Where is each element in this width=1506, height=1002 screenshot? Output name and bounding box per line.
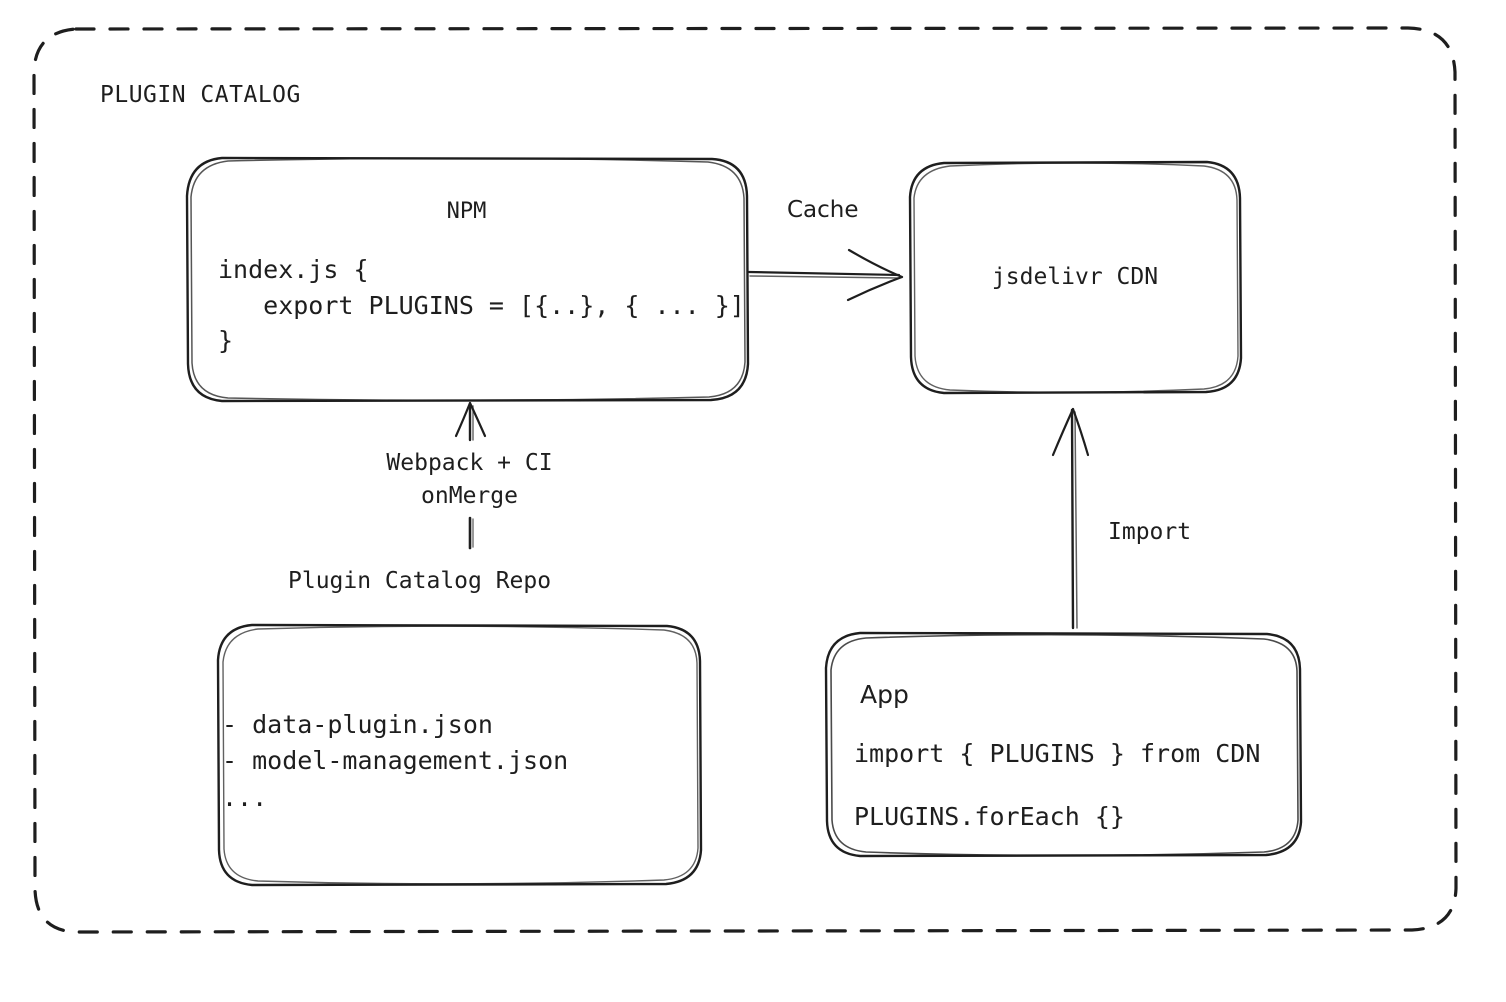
cache-arrow-shaft: [747, 270, 901, 277]
repo-node-file-list: - data-plugin.json - model-management.js…: [222, 710, 569, 812]
build-arrow-head-right: [468, 401, 487, 438]
build-edge-label: Webpack + CI onMerge: [386, 450, 553, 510]
build-arrow-head-left: [454, 401, 472, 438]
app-node-title: App: [860, 680, 909, 709]
npm-node-code: index.js { export PLUGINS = [{..}, { ...…: [218, 255, 745, 355]
import-edge-label: Import: [1108, 519, 1192, 545]
cache-arrow-shaft-second: [749, 275, 899, 279]
repo-node-label: Plugin Catalog Repo: [288, 568, 552, 594]
import-arrow-shaft-second: [1074, 411, 1078, 629]
cdn-node-title: jsdelivr CDN: [991, 264, 1159, 290]
cache-edge-label: Cache: [787, 197, 859, 223]
cache-arrow-head-upper: [847, 248, 904, 279]
import-arrow-shaft: [1070, 408, 1075, 630]
cache-arrow-head-lower: [846, 275, 904, 302]
import-arrow-head-right: [1071, 407, 1090, 457]
app-node-foreach-line: PLUGINS.forEach {}: [854, 802, 1125, 831]
npm-node-title: NPM: [446, 199, 487, 224]
container-title: PLUGIN CATALOG: [100, 82, 301, 108]
import-arrow-head-left: [1051, 407, 1075, 457]
app-node-import-line: import { PLUGINS } from CDN: [854, 739, 1261, 768]
